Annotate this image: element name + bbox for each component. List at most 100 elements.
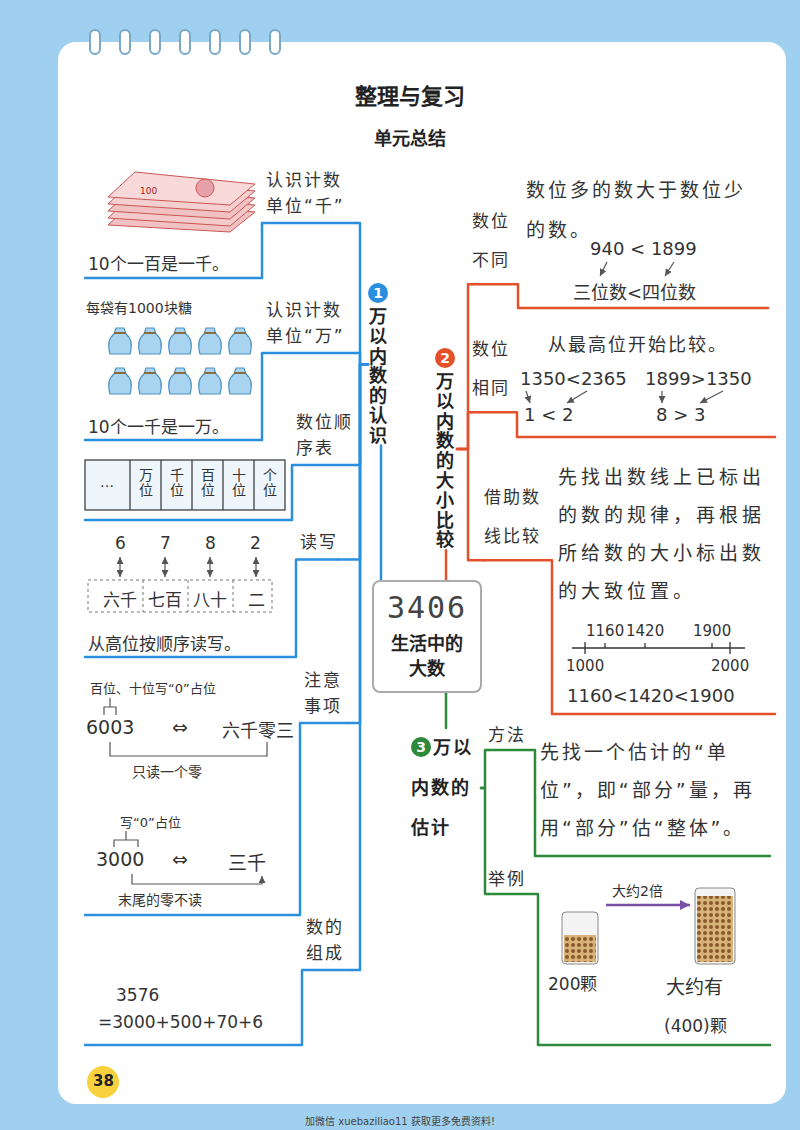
- read-write-arrows-part: [119, 557, 120, 577]
- note-text: 八十: [193, 586, 227, 611]
- subtopic-heading: 借助数线比较: [484, 476, 548, 560]
- note-text: 6: [115, 533, 126, 553]
- candy-bags-part: [139, 368, 162, 394]
- branch-connector: [457, 449, 484, 560]
- note-text: 1420: [626, 622, 664, 640]
- note-text: 8 > 3: [656, 404, 705, 425]
- number-line-part: [711, 643, 712, 648]
- subtopic-heading: 数位不同: [472, 200, 516, 284]
- compare-arrows-part: [600, 262, 607, 276]
- note-text: 六千零三: [222, 716, 294, 742]
- candy-bags-part: [109, 328, 132, 354]
- compare-arrows-part: [665, 262, 674, 276]
- dashed-boxes-part: [88, 580, 272, 612]
- note-text: 写“0”占位: [120, 812, 181, 831]
- zero-brackets-part: [114, 831, 138, 847]
- read-write-arrows-part: [255, 557, 256, 577]
- place-value-table-part: [253, 460, 254, 510]
- dashed-boxes-part: [143, 580, 144, 612]
- dashed-boxes: [88, 580, 272, 612]
- center-topic-box: 3406 生活中的大数: [372, 580, 482, 693]
- note-text: 1350<2365: [520, 368, 627, 389]
- page-number: 38: [93, 1072, 114, 1090]
- binder-rings-part: [90, 30, 100, 54]
- note-text: 万位: [139, 468, 153, 499]
- note-text: 大约有: [666, 972, 723, 999]
- note-text: 10个一百是一千。: [88, 250, 229, 275]
- subtopic-title: 数位顺序表: [296, 410, 356, 461]
- note-text: 2000: [711, 657, 749, 675]
- note-text: 1160: [586, 622, 624, 640]
- note-text: 200颗: [548, 970, 597, 995]
- bead-jars: [562, 888, 735, 964]
- branch-connector: [481, 750, 488, 788]
- note-text: 六千: [103, 586, 137, 611]
- zero-brackets-part: [132, 874, 262, 884]
- note-text: 末尾的零不读: [118, 889, 202, 909]
- number-line-part: [729, 642, 730, 654]
- note-text: 3576: [116, 985, 159, 1005]
- topic-underline: [472, 412, 775, 437]
- callout-number: 1: [368, 283, 388, 303]
- center-title: 生活中的大数: [378, 631, 476, 681]
- page-number-badge: [87, 1066, 119, 1098]
- branch-heading: 1 万以内数的认识: [368, 283, 390, 446]
- branch-connector: [457, 412, 472, 449]
- topic-underline: [85, 223, 356, 278]
- note-text: 940 < 1899: [590, 238, 697, 259]
- binder-rings-part: [180, 30, 190, 54]
- subtopic-title: 数位相同: [472, 330, 516, 408]
- dashed-boxes-part: [233, 580, 234, 612]
- branch-connector: [445, 693, 448, 728]
- binder-rings-part: [150, 30, 160, 54]
- watermark: 加微信 xuebaziliao11 获取更多免费资料!: [250, 1113, 550, 1128]
- bead-jars-part: [606, 904, 690, 907]
- compare-arrows-part: [700, 391, 723, 403]
- branch-connector: [338, 364, 368, 559]
- note-text: 七百: [148, 586, 182, 611]
- topic-underline: [85, 970, 350, 1045]
- zero-brackets-part: [110, 742, 267, 756]
- topic-underline: [488, 894, 770, 1045]
- topic-underline: [85, 465, 356, 520]
- read-write-arrows-part: [164, 557, 165, 577]
- subtopic-title: 读写: [300, 530, 338, 556]
- compare-arrows-part: [661, 391, 662, 403]
- binder-rings-part: [270, 30, 280, 54]
- subtopic-heading: 数位顺序表: [296, 408, 356, 465]
- candy-bags-part: [169, 368, 192, 394]
- banknote-stack: [108, 172, 255, 232]
- branch-title: 万以内数的认识: [369, 307, 387, 446]
- note-text: 3000: [96, 848, 144, 870]
- place-value-table: [85, 460, 285, 510]
- binder-rings-part: [210, 30, 220, 54]
- note-text: 2: [250, 533, 261, 553]
- candy-bags-part: [229, 368, 252, 394]
- branch-connector: [481, 788, 488, 894]
- note-text: 百位、十位写“0”占位: [90, 678, 216, 697]
- subtopic-title: 数的组成: [306, 915, 350, 966]
- center-number: 3406: [378, 590, 476, 625]
- subtopic-title: 方法: [488, 724, 526, 746]
- note-text: 1899>1350: [645, 368, 752, 389]
- topic-underline: [85, 723, 348, 915]
- note-text: 百位: [201, 468, 215, 499]
- note-text: 1900: [693, 622, 731, 640]
- note-text: ⇔: [172, 848, 188, 870]
- subtitle: 单元总结: [300, 124, 520, 150]
- branch-connectors: [338, 223, 488, 970]
- note-text: 二: [248, 586, 265, 611]
- subtopic-heading: 举例: [488, 866, 526, 894]
- binder-rings: [90, 30, 280, 54]
- read-write-arrows-part: [209, 557, 210, 577]
- topic-underline: [85, 560, 338, 658]
- subtopic-heading: 认识计数单位“千”: [266, 166, 356, 223]
- subtopic-title: 举例: [488, 868, 526, 890]
- note-text: 先找一个估计的“单位”，即“部分”量，再用“部分”估“整体”。: [540, 733, 768, 847]
- number-line-part: [572, 647, 745, 648]
- binder-rings-part: [240, 30, 250, 54]
- topic-underline: [488, 750, 770, 856]
